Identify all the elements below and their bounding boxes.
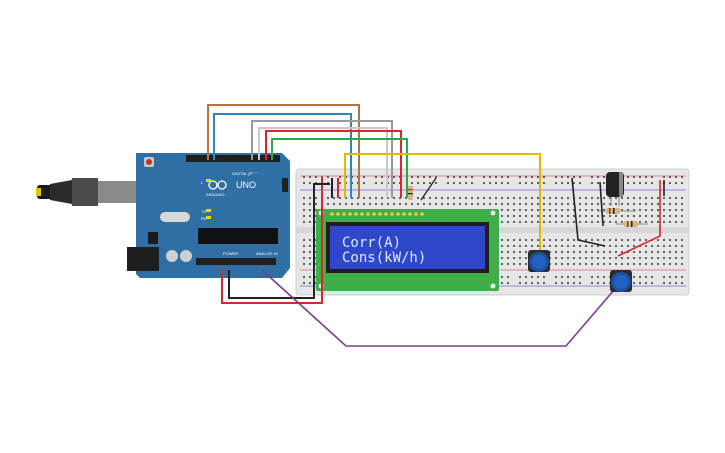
resistor-2[interactable] <box>616 221 648 227</box>
analog-header-label: ANALOG IN <box>256 251 278 256</box>
wire-red-right[interactable] <box>617 180 665 257</box>
wire-black-right[interactable] <box>571 177 606 247</box>
lcd-16x2[interactable]: Corr(A) Cons(kW/h) <box>316 209 499 291</box>
lcd-line-2: Cons(kW/h) <box>342 250 426 266</box>
l-label: L <box>201 180 204 185</box>
wire-power-red[interactable] <box>221 178 323 304</box>
resistor-lcd[interactable] <box>408 177 437 201</box>
wire-blue[interactable] <box>213 113 352 198</box>
lcd-pin-header <box>330 212 424 216</box>
digital-header-label: DIGITAL (PWM~) <box>232 171 264 176</box>
lcd-line-1: Corr(A) <box>342 235 401 251</box>
resistor-1[interactable] <box>598 208 636 214</box>
potentiometer-contrast[interactable] <box>528 250 550 272</box>
wire-orange[interactable] <box>207 104 360 198</box>
wire-purple[interactable] <box>261 269 621 347</box>
arduino-uno-board[interactable]: UNO ARDUINO DIGITAL (PWM~) POWER ANALOG … <box>127 153 290 278</box>
wire-white[interactable] <box>258 127 388 198</box>
rx-label: RX <box>201 216 207 221</box>
wire-gray[interactable] <box>251 120 393 198</box>
arduino-logo-icon <box>208 180 227 190</box>
wire-black-lcd[interactable] <box>331 178 339 198</box>
capacitor[interactable] <box>606 172 624 206</box>
tx-label: TX <box>201 209 206 214</box>
power-header-label: POWER <box>223 251 238 256</box>
board-brand: UNO <box>236 180 256 190</box>
wire-ground-black[interactable] <box>228 183 330 299</box>
board-maker: ARDUINO <box>206 192 224 197</box>
potentiometer-sensor[interactable] <box>610 270 632 292</box>
wire-yellow[interactable] <box>344 153 541 253</box>
wire-red-data[interactable] <box>265 130 402 198</box>
usb-cable[interactable] <box>36 178 138 206</box>
wire-green[interactable] <box>271 138 408 198</box>
